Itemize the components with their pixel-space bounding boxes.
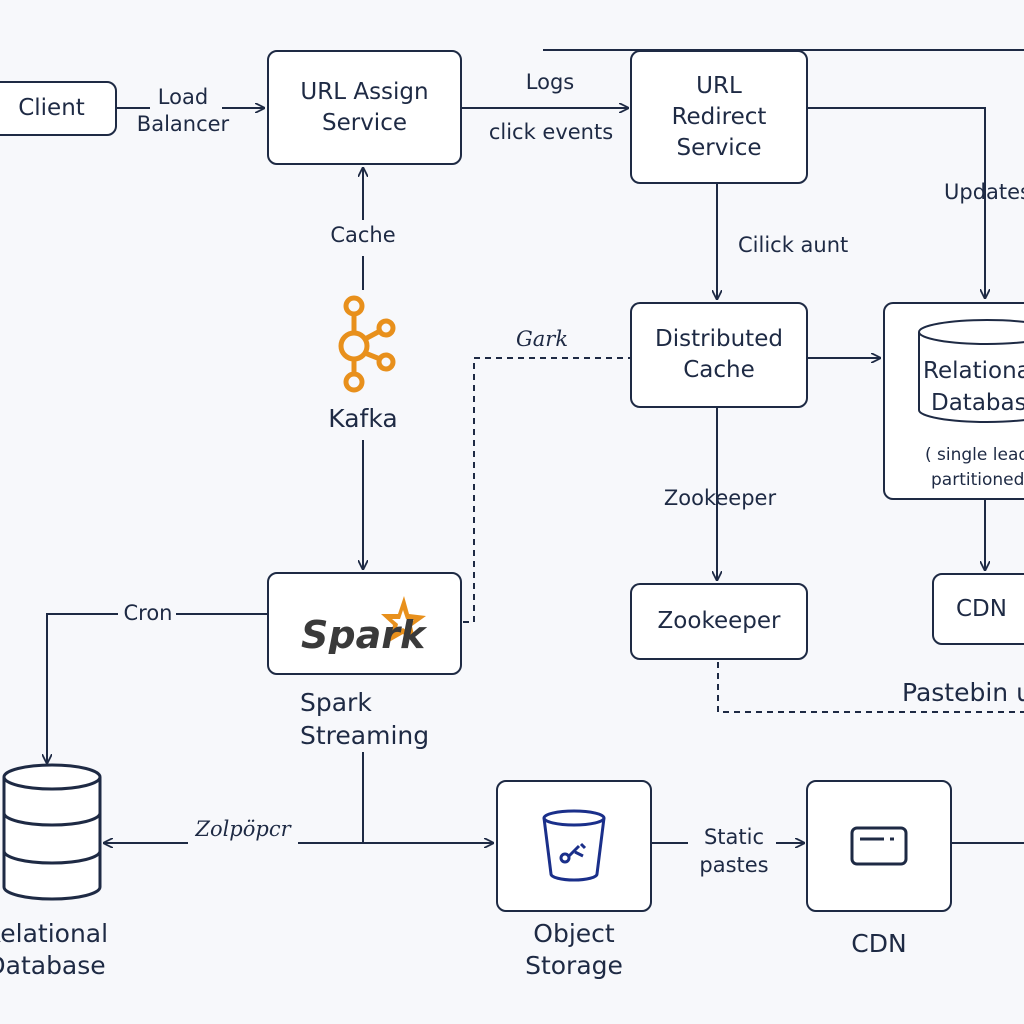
database-icon [918, 319, 1024, 423]
spark-streaming-line-1: Spark [300, 688, 372, 717]
object-storage-node [496, 780, 652, 912]
cdn-bottom-node [806, 780, 952, 912]
object-storage-line-1: Object [533, 919, 615, 948]
object-storage-label: Object Storage [500, 918, 648, 982]
static-pastes-line-1: Static [703, 825, 765, 849]
spark-node: Spark [267, 572, 462, 675]
relational-database-right-node: Relational Database ( single leader part… [883, 302, 1024, 500]
relational-db-right-line-2: Database [931, 390, 1024, 416]
distributed-cache-line-2: Cache [683, 357, 755, 383]
client-node: Client [0, 81, 117, 136]
load-balancer-line-1: Load [157, 85, 209, 109]
spark-streaming-label: Spark Streaming [300, 686, 429, 752]
cdn-card-icon [850, 826, 908, 866]
url-redirect-line-1: URL [696, 72, 742, 99]
cdn-right-node: CDN [932, 573, 1024, 645]
edge-label-load-balancer: Load Balancer [130, 84, 236, 138]
relational-db-right-note-2: partitioned [931, 470, 1024, 490]
object-storage-line-2: Storage [525, 951, 623, 980]
zookeeper-node: Zookeeper [630, 583, 808, 660]
url-assign-line-2: Service [321, 109, 407, 136]
edge-label-cache: Cache [330, 223, 396, 247]
relational-db-left-label: Relational Database [0, 918, 108, 982]
client-label: Client [18, 95, 85, 121]
zookeeper-label: Zookeeper [657, 608, 781, 634]
url-assign-line-1: URL Assign [300, 78, 429, 105]
spark-logo-text: Spark [301, 613, 428, 654]
edge-label-zolpopcr: Zolpöpcr [195, 817, 291, 841]
relational-db-right-note-1: ( single leader [925, 445, 1024, 465]
edge-label-cron: Cron [123, 601, 173, 625]
relational-db-left-line-2: Database [0, 951, 106, 980]
edge-label-updates: Updates [944, 180, 1024, 204]
edge-label-zookeeper: Zookeeper [663, 486, 777, 510]
edge-label-pastebin: Pastebin u [902, 678, 1024, 707]
spark-streaming-line-2: Streaming [300, 721, 430, 750]
relational-db-left-line-1: Relational [0, 919, 109, 948]
cdn-bottom-label: CDN [851, 929, 907, 958]
load-balancer-line-2: Balancer [136, 112, 230, 136]
kafka-label: Kafka [328, 404, 398, 433]
relational-db-right-line-1: Relational [923, 358, 1024, 384]
cdn-right-label: CDN [956, 595, 1007, 622]
distributed-cache-line-1: Distributed [655, 326, 783, 352]
url-redirect-line-2: Redirect [671, 103, 767, 130]
edge-cron-db-arrow [47, 613, 118, 763]
kafka-icon [338, 295, 396, 393]
edge-label-static-pastes: Static pastes [688, 823, 780, 879]
static-pastes-line-2: pastes [699, 853, 769, 877]
edge-zookeeper-pastebin-dashed [717, 662, 1024, 713]
url-redirect-service-node: URL Redirect Service [630, 50, 808, 184]
edge-label-spark-dashed: Gark [516, 327, 569, 351]
bucket-icon [542, 809, 606, 882]
url-redirect-line-3: Service [676, 134, 762, 161]
url-assign-service-node: URL Assign Service [267, 50, 462, 165]
database-icon [2, 763, 102, 901]
edge-label-click-count: Cilick aunt [738, 233, 849, 257]
spark-logo-icon: Spark [301, 596, 428, 654]
edge-spark-cache-dashed [463, 357, 630, 623]
edge-label-click-events: click events [488, 120, 614, 144]
distributed-cache-node: Distributed Cache [630, 302, 808, 408]
edge-redirect-db-arrow [808, 107, 985, 298]
edge-label-logs: Logs [525, 70, 575, 94]
